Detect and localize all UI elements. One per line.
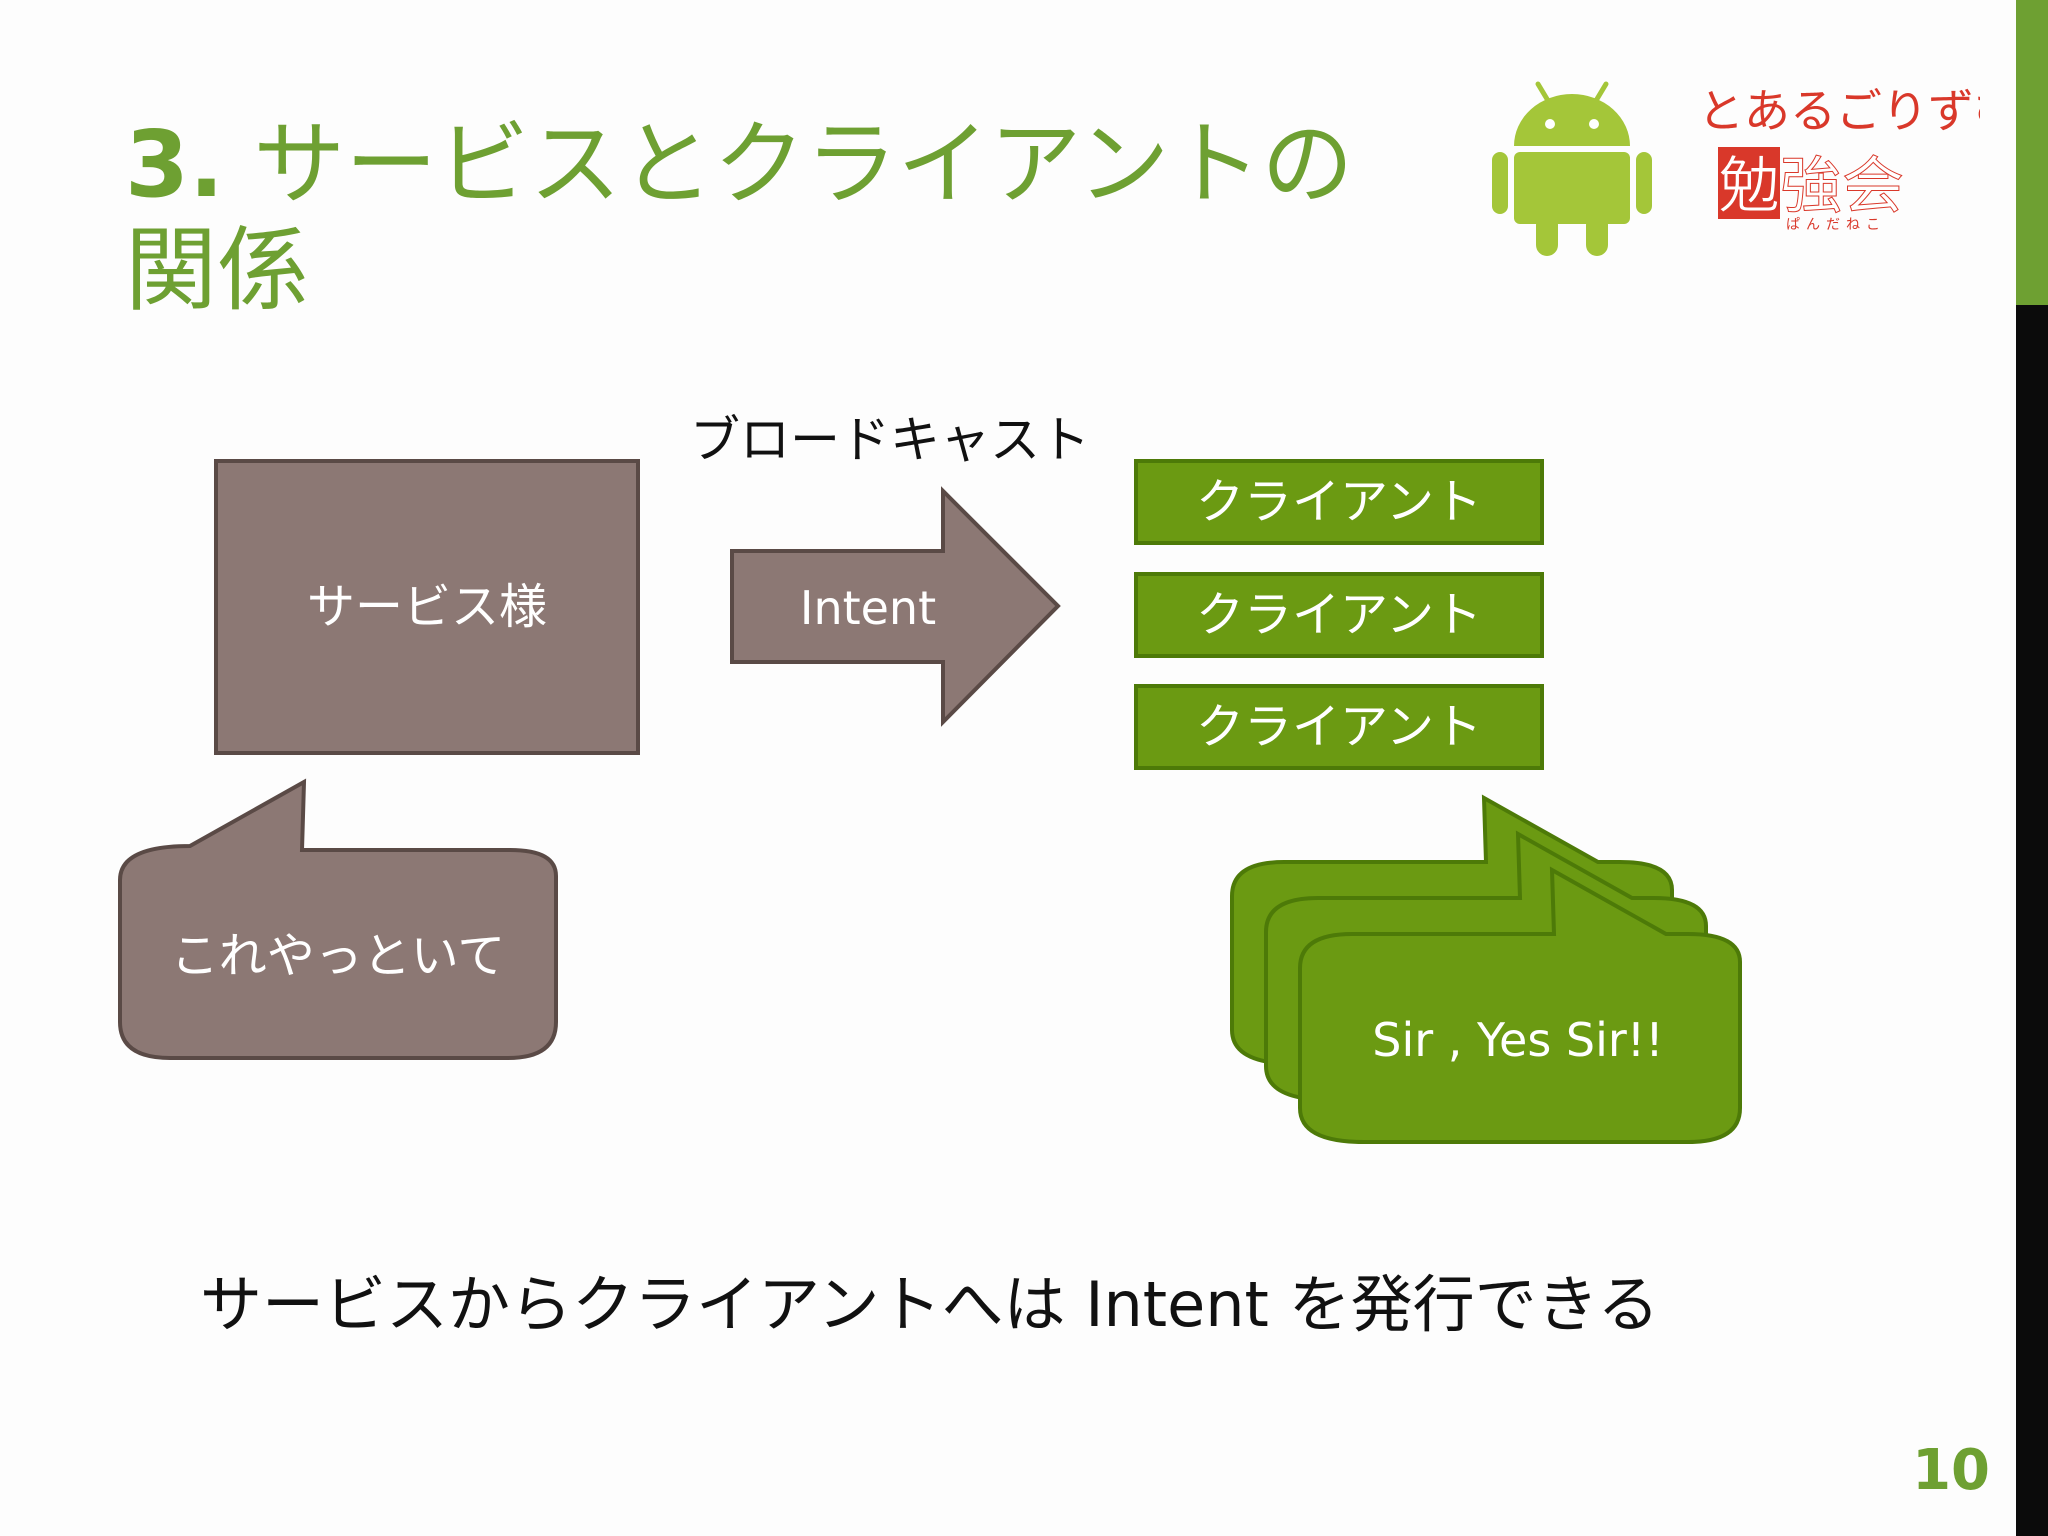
service-speech-bubble: [118, 778, 558, 1060]
page-number: 10: [1912, 1438, 1990, 1503]
client-box-2: [1134, 572, 1544, 658]
client-label-3: クライアント: [1196, 699, 1482, 755]
right-side-bar-accent: [2016, 0, 2048, 305]
service-box: [214, 459, 640, 755]
study-group-logo: とあるごりずむの 勉強会 ぱんだねこ: [1698, 84, 1980, 233]
intent-arrow: [730, 486, 1061, 727]
logo-main-text: 勉強会: [1718, 149, 1904, 222]
intent-label: Intent: [800, 581, 936, 635]
client-label-2: クライアント: [1196, 587, 1482, 643]
broadcast-label: ブロードキャスト: [690, 411, 1090, 469]
client-reply-bubble-front: [1298, 866, 1742, 1144]
title-number: 3.: [125, 111, 224, 218]
logo-top-text: とあるごりずむの: [1698, 84, 1980, 138]
android-robot-icon: [1492, 81, 1652, 256]
logo-red-box: [1718, 147, 1780, 219]
client-reply-text: Sir , Yes Sir!!: [1372, 1013, 1663, 1067]
slide-title: 3. サービスとクライアントの関係: [125, 112, 1405, 324]
title-text: サービスとクライアントの関係: [125, 111, 1354, 324]
client-box-1: [1134, 459, 1544, 545]
client-box-3: [1134, 684, 1544, 770]
service-speech-text: これやっといて: [171, 928, 506, 984]
client-label-1: クライアント: [1196, 474, 1482, 530]
logo-sub-text: ぱんだねこ: [1786, 217, 1886, 233]
service-label: サービス様: [307, 579, 547, 635]
bottom-caption: サービスからクライアントへは Intent を発行できる: [200, 1268, 1660, 1341]
